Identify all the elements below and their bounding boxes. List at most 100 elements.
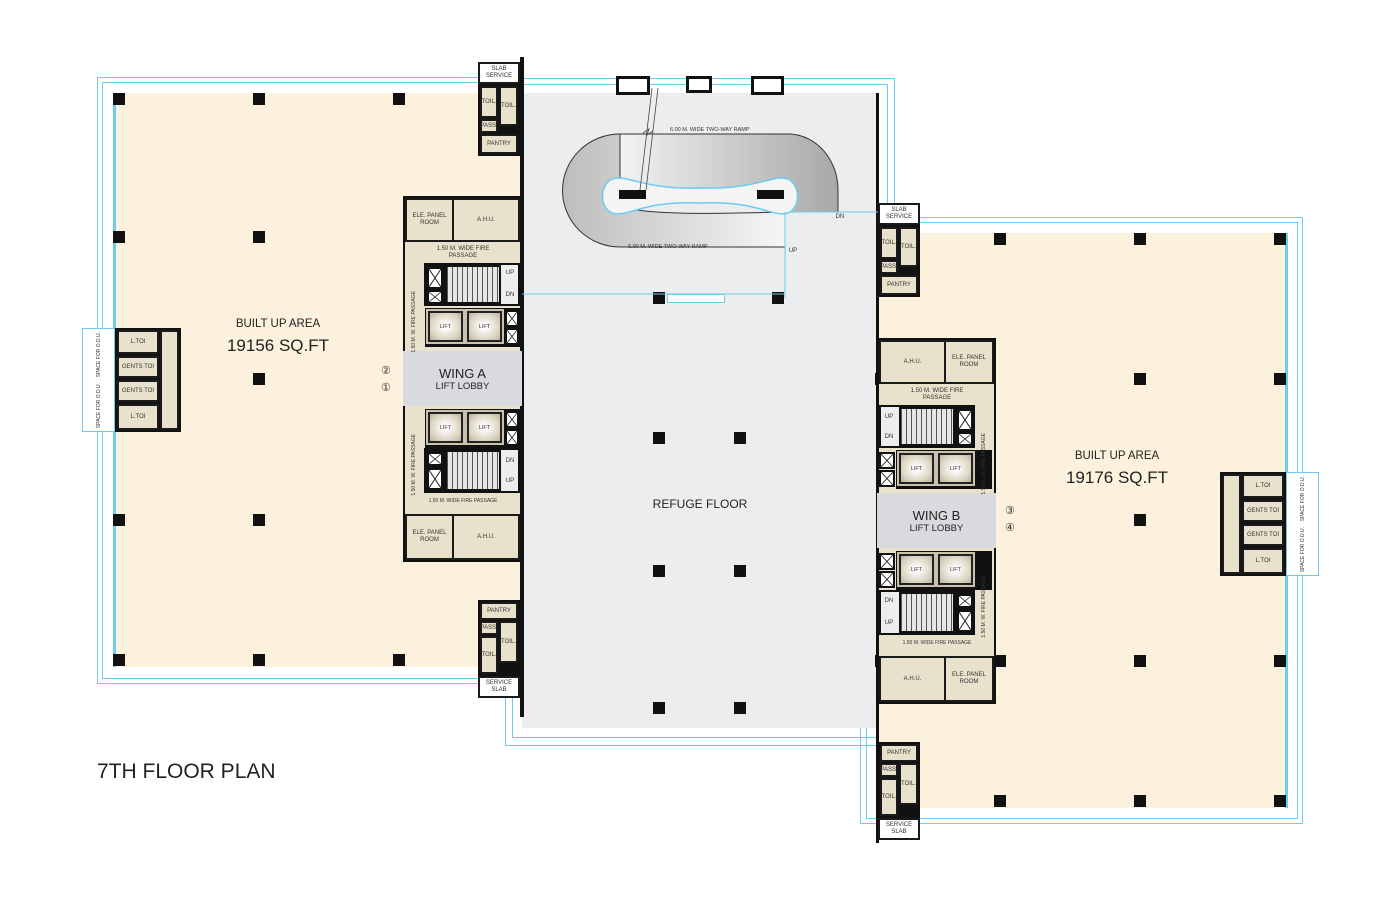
- fire-passage-label: 1.50 M. WIDE FIRE PASSAGE: [428, 498, 498, 504]
- gents-toilet: GENTS TOI: [117, 356, 159, 378]
- toilet-room: TOIL.: [499, 621, 518, 663]
- column: [1134, 373, 1146, 385]
- odu-label: SPACE FOR O.D.U.: [1300, 476, 1306, 522]
- toilet-room: TOIL.: [880, 227, 898, 259]
- slab-service: SLAB SERVICE: [478, 62, 520, 84]
- plan-title: 7TH FLOOR PLAN: [97, 760, 276, 783]
- ele-panel-room: ELE. PANEL ROOM: [944, 656, 994, 702]
- facade-box: [616, 76, 650, 95]
- slab-service: SERVICE SLAB: [478, 676, 520, 698]
- slab-service: SERVICE SLAB: [878, 818, 920, 840]
- lift: LIFT: [897, 451, 936, 486]
- shaft-icon: [505, 328, 519, 345]
- fire-passage-vertical-label: 1.50 M. W. FIRE PASSAGE: [981, 433, 987, 495]
- ele-panel-room: ELE. PANEL ROOM: [405, 514, 454, 560]
- column: [1134, 514, 1146, 526]
- shaft-icon: [505, 429, 519, 446]
- marker-1: ①: [381, 382, 391, 394]
- column: [253, 231, 265, 243]
- shaft-icon: [957, 432, 973, 446]
- stair-dn: DN: [505, 458, 515, 464]
- lift: LIFT: [426, 410, 465, 445]
- ramp-top-label: 6.00 M. WIDE TWO-WAY RAMP: [670, 127, 750, 133]
- ele-panel-room: ELE. PANEL ROOM: [944, 340, 994, 384]
- column: [253, 514, 265, 526]
- column: [253, 654, 265, 666]
- toilet-room: TOIL.: [480, 636, 498, 674]
- stair-up: UP: [505, 270, 515, 276]
- staircase: [445, 450, 501, 491]
- facade-box: [667, 294, 725, 303]
- marker-3: ③: [1005, 505, 1015, 517]
- ladies-toilet: L.TOI: [1242, 474, 1284, 498]
- odu-space: [1286, 472, 1319, 576]
- slab-service: SLAB SERVICE: [878, 203, 920, 225]
- column: [653, 565, 665, 577]
- facade-box: [686, 76, 712, 93]
- column: [653, 432, 665, 444]
- shaft-icon: [879, 470, 895, 487]
- column: [1274, 795, 1286, 807]
- shaft-icon: [879, 571, 895, 588]
- ele-panel-room: ELE. PANEL ROOM: [405, 198, 454, 242]
- column: [113, 514, 125, 526]
- passage: PASS.: [880, 763, 898, 777]
- column: [393, 654, 405, 666]
- lift: LIFT: [465, 410, 504, 445]
- pantry-room: PANTRY: [880, 275, 918, 295]
- wing-name: WING B: [912, 507, 961, 523]
- fire-passage-label: 1.50 M. WIDE FIRE PASSAGE: [436, 246, 490, 259]
- column: [994, 795, 1006, 807]
- pantry-room: PANTRY: [480, 602, 518, 620]
- left-area-title: BUILT UP AREA: [235, 318, 321, 330]
- shaft-icon: [427, 468, 443, 490]
- column: [772, 292, 784, 304]
- landing: [501, 450, 518, 491]
- fire-passage-label: 1.50 M. WIDE FIRE PASSAGE: [902, 640, 972, 646]
- toilet-room: TOIL.: [880, 778, 898, 816]
- gents-toilet: GENTS TOI: [1242, 524, 1284, 546]
- wall: [520, 57, 524, 717]
- wing-name: WING A: [439, 365, 486, 381]
- column: [253, 93, 265, 105]
- column: [734, 702, 746, 714]
- lift: LIFT: [426, 309, 465, 344]
- odu-label: SPACE FOR O.D.U.: [96, 383, 102, 429]
- shaft-icon: [957, 594, 973, 608]
- column: [734, 565, 746, 577]
- column: [1274, 233, 1286, 245]
- stair-up: UP: [884, 414, 894, 420]
- staircase: [899, 592, 955, 633]
- stair-dn: DN: [884, 598, 894, 604]
- shaft-icon: [957, 409, 973, 431]
- stair-dn: DN: [884, 434, 894, 440]
- gents-toilet: GENTS TOI: [117, 380, 159, 402]
- ramp-bottom-label: 6.00 M. WIDE TWO-WAY RAMP: [628, 244, 708, 250]
- facade-box: [751, 76, 784, 95]
- column: [1134, 233, 1146, 245]
- shaft-icon: [505, 310, 519, 327]
- odu-label: SPACE FOR O.D.U.: [96, 332, 102, 378]
- ladies-toilet: L.TOI: [117, 404, 159, 430]
- gents-toilet: GENTS TOI: [1242, 500, 1284, 522]
- ramp-dn-label: DN: [835, 214, 845, 220]
- pantry-room: PANTRY: [480, 134, 518, 154]
- toilet-passage: [160, 330, 179, 430]
- marker-2: ②: [381, 365, 391, 377]
- column: [994, 655, 1006, 667]
- toilet-room: TOIL.: [499, 86, 518, 126]
- shaft-icon: [427, 452, 443, 466]
- lift: LIFT: [465, 309, 504, 344]
- fire-passage-vertical-label: 1.50 M. W. FIRE PASSAGE: [411, 434, 417, 496]
- lift-lobby-label: LIFT LOBBY: [909, 522, 964, 534]
- pantry-room: PANTRY: [880, 744, 918, 762]
- landing: [881, 407, 899, 446]
- refuge-floor-label: REFUGE FLOOR: [652, 497, 748, 511]
- column: [113, 654, 125, 666]
- column: [113, 93, 125, 105]
- fire-passage-vertical-label: 1.50 M. W. FIRE PASSAGE: [981, 576, 987, 638]
- column: [734, 432, 746, 444]
